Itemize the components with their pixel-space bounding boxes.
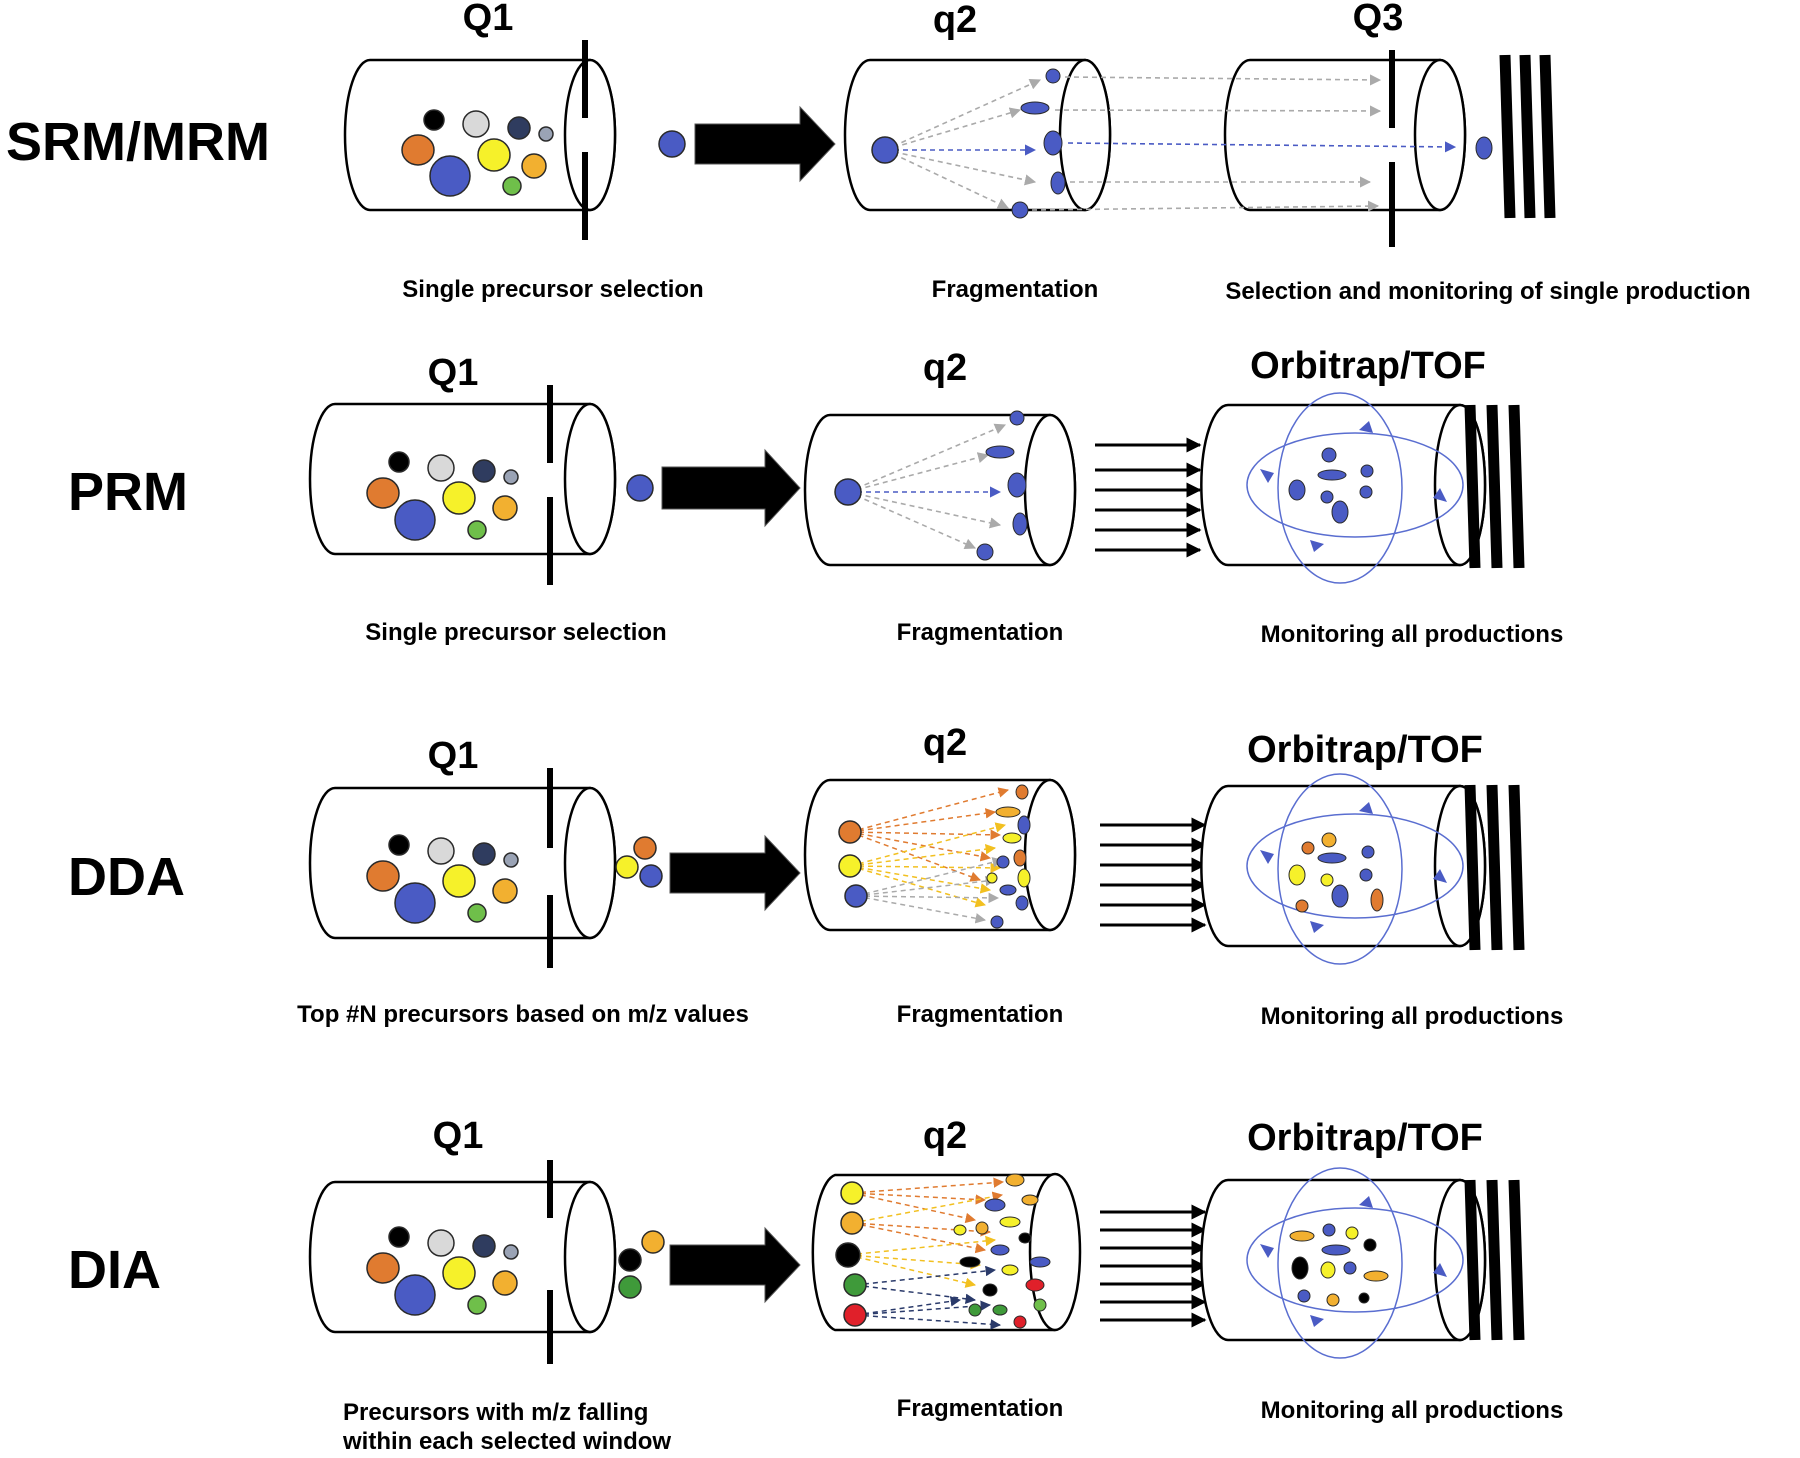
orbitrap-tof-analyzer	[1200, 1167, 1487, 1359]
transfer-arrow	[661, 448, 801, 528]
row-dia: DIA Q1 q2	[68, 1115, 1563, 1455]
orbitrap-tof-analyzer	[1200, 392, 1487, 584]
transfer-arrow	[694, 105, 836, 183]
fragment-ions	[986, 784, 1031, 929]
ion-beam-arrows	[1095, 437, 1202, 558]
ion-beam-arrows	[1100, 1204, 1207, 1328]
fragment-ions	[1011, 68, 1066, 219]
caption-stage2: Fragmentation	[897, 619, 1064, 646]
q2-heading: q2	[923, 722, 967, 764]
selected-product-ion	[1475, 136, 1493, 160]
precursors-in-cell	[835, 1181, 867, 1327]
precursor-in-cell	[871, 136, 899, 164]
row-label-prm: PRM	[68, 462, 188, 522]
caption-stage1-line2: within each selected window	[342, 1428, 671, 1455]
row-label-srm: SRM/MRM	[6, 112, 270, 172]
fragment-ions	[976, 410, 1028, 561]
q1-heading: Q1	[428, 735, 479, 777]
row-label-dia: DIA	[68, 1240, 161, 1300]
q2-collision-cell	[843, 58, 1112, 212]
product-ion-cloud	[1288, 832, 1384, 913]
q2-heading: q2	[923, 1115, 967, 1157]
row-dda: DDA Q1 q2	[68, 722, 1563, 1030]
row-label-dda: DDA	[68, 847, 185, 907]
transfer-arrow	[669, 1226, 801, 1304]
q2-collision-cell	[811, 1172, 1082, 1332]
q2-heading: q2	[923, 347, 967, 389]
selected-precursor-ion	[658, 130, 686, 158]
caption-stage2: Fragmentation	[897, 1395, 1064, 1422]
analyzer-heading: Orbitrap/TOF	[1247, 729, 1483, 771]
selected-precursor-ion	[626, 474, 654, 502]
precursor-ion-mix	[401, 109, 554, 197]
caption-stage2: Fragmentation	[932, 276, 1099, 303]
fragmentation-arrows	[849, 787, 1010, 924]
precursor-ion-mix	[366, 834, 519, 924]
detector-plates	[1464, 404, 1525, 569]
selected-precursor-ions	[618, 1230, 665, 1299]
detector-plates	[1499, 54, 1556, 219]
caption-stage2: Fragmentation	[897, 1001, 1064, 1028]
orbitrap-tof-analyzer	[1200, 773, 1487, 965]
caption-stage3: Selection and monitoring of single produ…	[1225, 278, 1750, 305]
precursor-in-cell	[834, 478, 862, 506]
caption-stage1: Top #N precursors based on m/z values	[297, 1001, 749, 1028]
caption-stage3: Monitoring all productions	[1261, 1003, 1564, 1030]
q1-heading: Q1	[463, 0, 514, 39]
q1-quadrupole	[308, 385, 617, 585]
q1-heading: Q1	[428, 352, 479, 394]
q3-quadrupole	[1223, 50, 1467, 247]
transmission-arrows	[1031, 74, 1457, 212]
detector-plates	[1464, 1179, 1525, 1341]
fragmentation-arrows	[884, 79, 1042, 209]
fragmentation-arrows	[847, 1177, 1005, 1330]
analyzer-heading: Orbitrap/TOF	[1247, 1117, 1483, 1159]
fragmentation-arrows	[847, 423, 1007, 550]
q1-quadrupole	[343, 40, 617, 240]
row-prm: PRM Q1 q2	[68, 345, 1563, 648]
q1-quadrupole	[308, 768, 617, 968]
ion-beam-arrows	[1100, 817, 1207, 933]
selected-precursor-ions	[615, 836, 663, 888]
detector-plates	[1464, 784, 1525, 951]
precursor-ion-mix	[366, 451, 519, 541]
product-ion-cloud	[1289, 1223, 1389, 1307]
row-srm: SRM/MRM Q1 q2	[6, 0, 1751, 305]
precursor-ion-mix	[366, 1226, 519, 1316]
q3-heading: Q3	[1353, 0, 1404, 39]
fragment-ions	[953, 1173, 1051, 1329]
precursors-in-cell	[838, 820, 868, 908]
caption-stage1: Single precursor selection	[365, 619, 666, 646]
caption-stage3: Monitoring all productions	[1261, 621, 1564, 648]
caption-stage1: Single precursor selection	[402, 276, 703, 303]
caption-stage3: Monitoring all productions	[1261, 1397, 1564, 1424]
product-ion-cloud	[1288, 447, 1374, 524]
q2-heading: q2	[933, 0, 977, 41]
caption-stage1-line1: Precursors with m/z falling	[343, 1399, 648, 1426]
analyzer-heading: Orbitrap/TOF	[1250, 345, 1486, 387]
q1-heading: Q1	[433, 1115, 484, 1157]
transfer-arrow	[669, 834, 801, 912]
